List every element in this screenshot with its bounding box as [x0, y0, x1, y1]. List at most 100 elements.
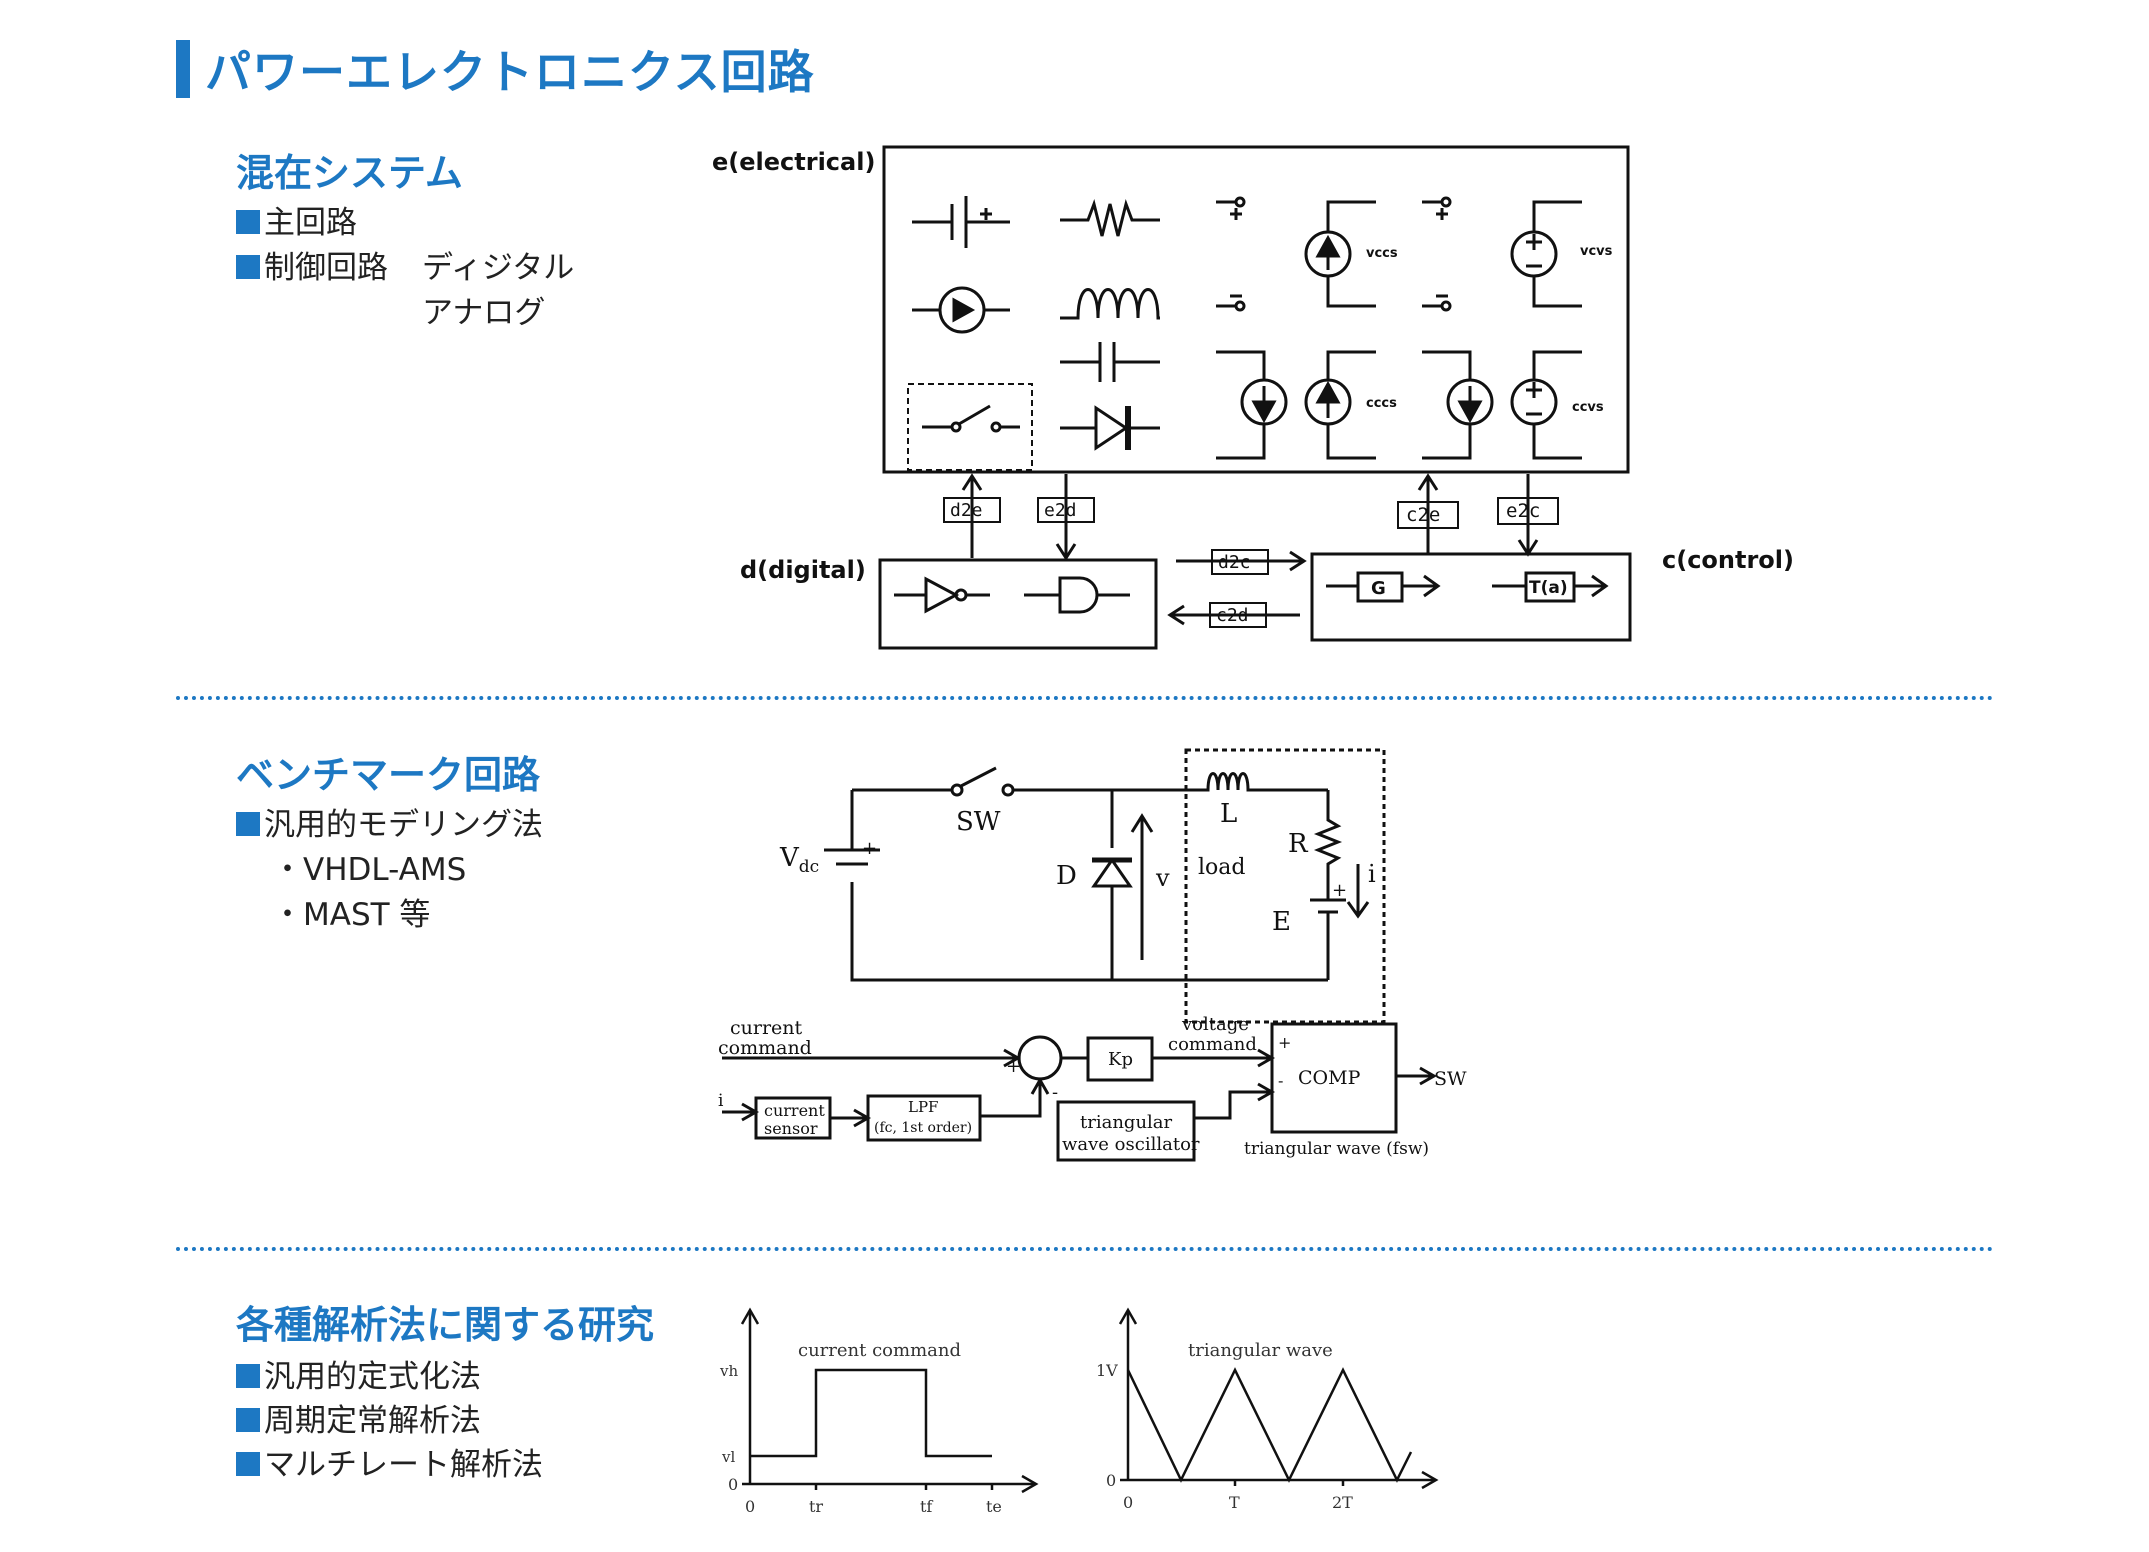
switch-symbol: [922, 404, 1020, 433]
c2d-converter-arrow: [1167, 602, 1300, 628]
e2c-label: e2c: [1506, 500, 1540, 522]
analysis-heading: 各種解析法に関する研究: [236, 1303, 655, 1347]
benchmark-circuit-diagram: Vdc + SW D v L R load E + i current comm…: [718, 748, 1467, 1162]
c2e-converter-arrow: [1397, 473, 1459, 554]
voltage-command-label-2: command: [1168, 1034, 1257, 1055]
battery-plus-sign: +: [1332, 880, 1347, 901]
load-label: load: [1198, 855, 1245, 880]
current-source-symbol: [912, 286, 1010, 334]
e2d-converter-arrow: [1037, 474, 1095, 561]
kp-label: Kp: [1108, 1049, 1133, 1070]
voltage-command-label-1: voltage: [1181, 1014, 1249, 1035]
triangular-wave-label: triangular wave (fsw): [1244, 1139, 1429, 1159]
cccs-symbol: [1216, 350, 1376, 460]
list-item: 汎用的モデリング法: [236, 810, 543, 841]
bullet-square-icon: [236, 210, 260, 234]
d2c-converter-arrow: [1176, 549, 1307, 575]
mixed-system-diagram: e(electrical) d(digital) c(control): [712, 145, 1794, 650]
vdc-label: Vdc: [779, 843, 819, 877]
vcvs-symbol: [1422, 196, 1582, 312]
benchmark-heading: ベンチマーク回路: [236, 753, 541, 797]
x-tick-2t: 2T: [1332, 1493, 1353, 1512]
x-tick-t: T: [1229, 1493, 1240, 1512]
x-tick-tf: tf: [920, 1497, 933, 1516]
inductor-label: L: [1220, 799, 1237, 829]
x-tick-zero: 0: [745, 1497, 755, 1516]
lpf-label-1: LPF: [908, 1098, 938, 1116]
bullet-square-icon: [236, 1364, 260, 1388]
vccs-label: vccs: [1366, 246, 1398, 261]
voltage-label: v: [1155, 864, 1170, 892]
digital-box: [878, 558, 1158, 650]
list-item: 汎用的定式化法: [236, 1362, 481, 1393]
control-box: [1310, 552, 1632, 642]
i-input-label: i: [718, 1091, 724, 1111]
current-command-label-1: current: [730, 1017, 803, 1039]
x-tick-tr: tr: [809, 1497, 823, 1516]
list-item: 制御回路: [236, 253, 388, 284]
d2e-label: d2e: [950, 500, 983, 521]
current-command-label-2: command: [718, 1037, 812, 1059]
gain-block-symbol: [1326, 571, 1441, 603]
and-gate-symbol: [1024, 576, 1130, 614]
capacitor-symbol: [1060, 342, 1160, 382]
list-item-mast: ・MAST 等: [272, 897, 431, 933]
inductor-symbol: [1060, 288, 1160, 320]
diode-symbol: [1060, 405, 1160, 451]
c2d-label: c2d: [1216, 605, 1249, 626]
list-item: マルチレート解析法: [236, 1450, 543, 1481]
comp-minus-sign: -: [1278, 1071, 1283, 1090]
mixed-system-heading: 混在システム: [236, 151, 463, 195]
list-item-analog: アナログ: [422, 295, 546, 331]
gain-block-label: G: [1371, 578, 1386, 599]
dc-voltage-source-symbol: [912, 196, 1010, 248]
list-item-vhdl-ams: ・VHDL-AMS: [272, 852, 467, 888]
y-tick-vl: vl: [721, 1448, 735, 1466]
e2d-label: e2d: [1044, 500, 1077, 521]
title-accent-bar: [176, 40, 190, 98]
y-tick-1v: 1V: [1096, 1361, 1118, 1380]
control-label: c(control): [1662, 546, 1794, 574]
bullet-square-icon: [236, 255, 260, 279]
x-tick-zero: 0: [1123, 1493, 1133, 1512]
bullet-square-icon: [236, 1452, 260, 1476]
ccvs-label: ccvs: [1572, 400, 1604, 415]
sensor-label-1: current: [764, 1101, 825, 1120]
page-title: パワーエレクトロニクス回路: [205, 45, 815, 99]
resistor-label: R: [1288, 829, 1309, 859]
d2e-converter-arrow: [943, 473, 1001, 558]
oscillator-label-1: triangular: [1080, 1112, 1173, 1133]
list-item: 主回路: [236, 208, 357, 239]
e2c-converter-arrow: [1497, 474, 1559, 557]
vccs-symbol: [1216, 196, 1376, 312]
switch-label: SW: [956, 807, 1001, 837]
digital-label: d(digital): [740, 556, 866, 584]
battery-label: E: [1272, 907, 1291, 937]
sum-minus-sign: -: [1052, 1082, 1058, 1103]
section-divider: [176, 1247, 1994, 1251]
list-item-digital: ディジタル: [422, 250, 575, 286]
transfer-block-label: T(a): [1529, 578, 1568, 598]
current-command-title: current command: [798, 1340, 961, 1361]
resistor-symbol: [1060, 198, 1160, 237]
comp-label: COMP: [1298, 1067, 1361, 1089]
c2e-label: c2e: [1406, 504, 1440, 526]
y-tick-vh: vh: [719, 1362, 738, 1380]
sensor-label-2: sensor: [764, 1119, 818, 1138]
bullet-square-icon: [236, 1408, 260, 1432]
switch-dashed-box: [907, 383, 1033, 471]
sum-plus-sign: +: [1006, 1056, 1021, 1077]
lpf-label-2: (fc, 1st order): [874, 1120, 972, 1136]
vdc-plus-sign: +: [862, 838, 877, 859]
y-tick-zero: 0: [1106, 1471, 1116, 1490]
not-gate-symbol: [894, 576, 990, 614]
ccvs-symbol: [1422, 350, 1582, 460]
comp-plus-sign: +: [1278, 1033, 1291, 1052]
transfer-block-symbol: [1492, 571, 1609, 603]
d2c-label: d2c: [1218, 552, 1251, 573]
sw-output-label: SW: [1434, 1068, 1467, 1090]
triangular-wave-title: triangular wave: [1188, 1340, 1333, 1361]
current-command-waveform: current command vh vl 0 0 tr tf te: [719, 1307, 1039, 1516]
electrical-label: e(electrical): [712, 148, 875, 176]
cccs-label: cccs: [1366, 396, 1397, 411]
